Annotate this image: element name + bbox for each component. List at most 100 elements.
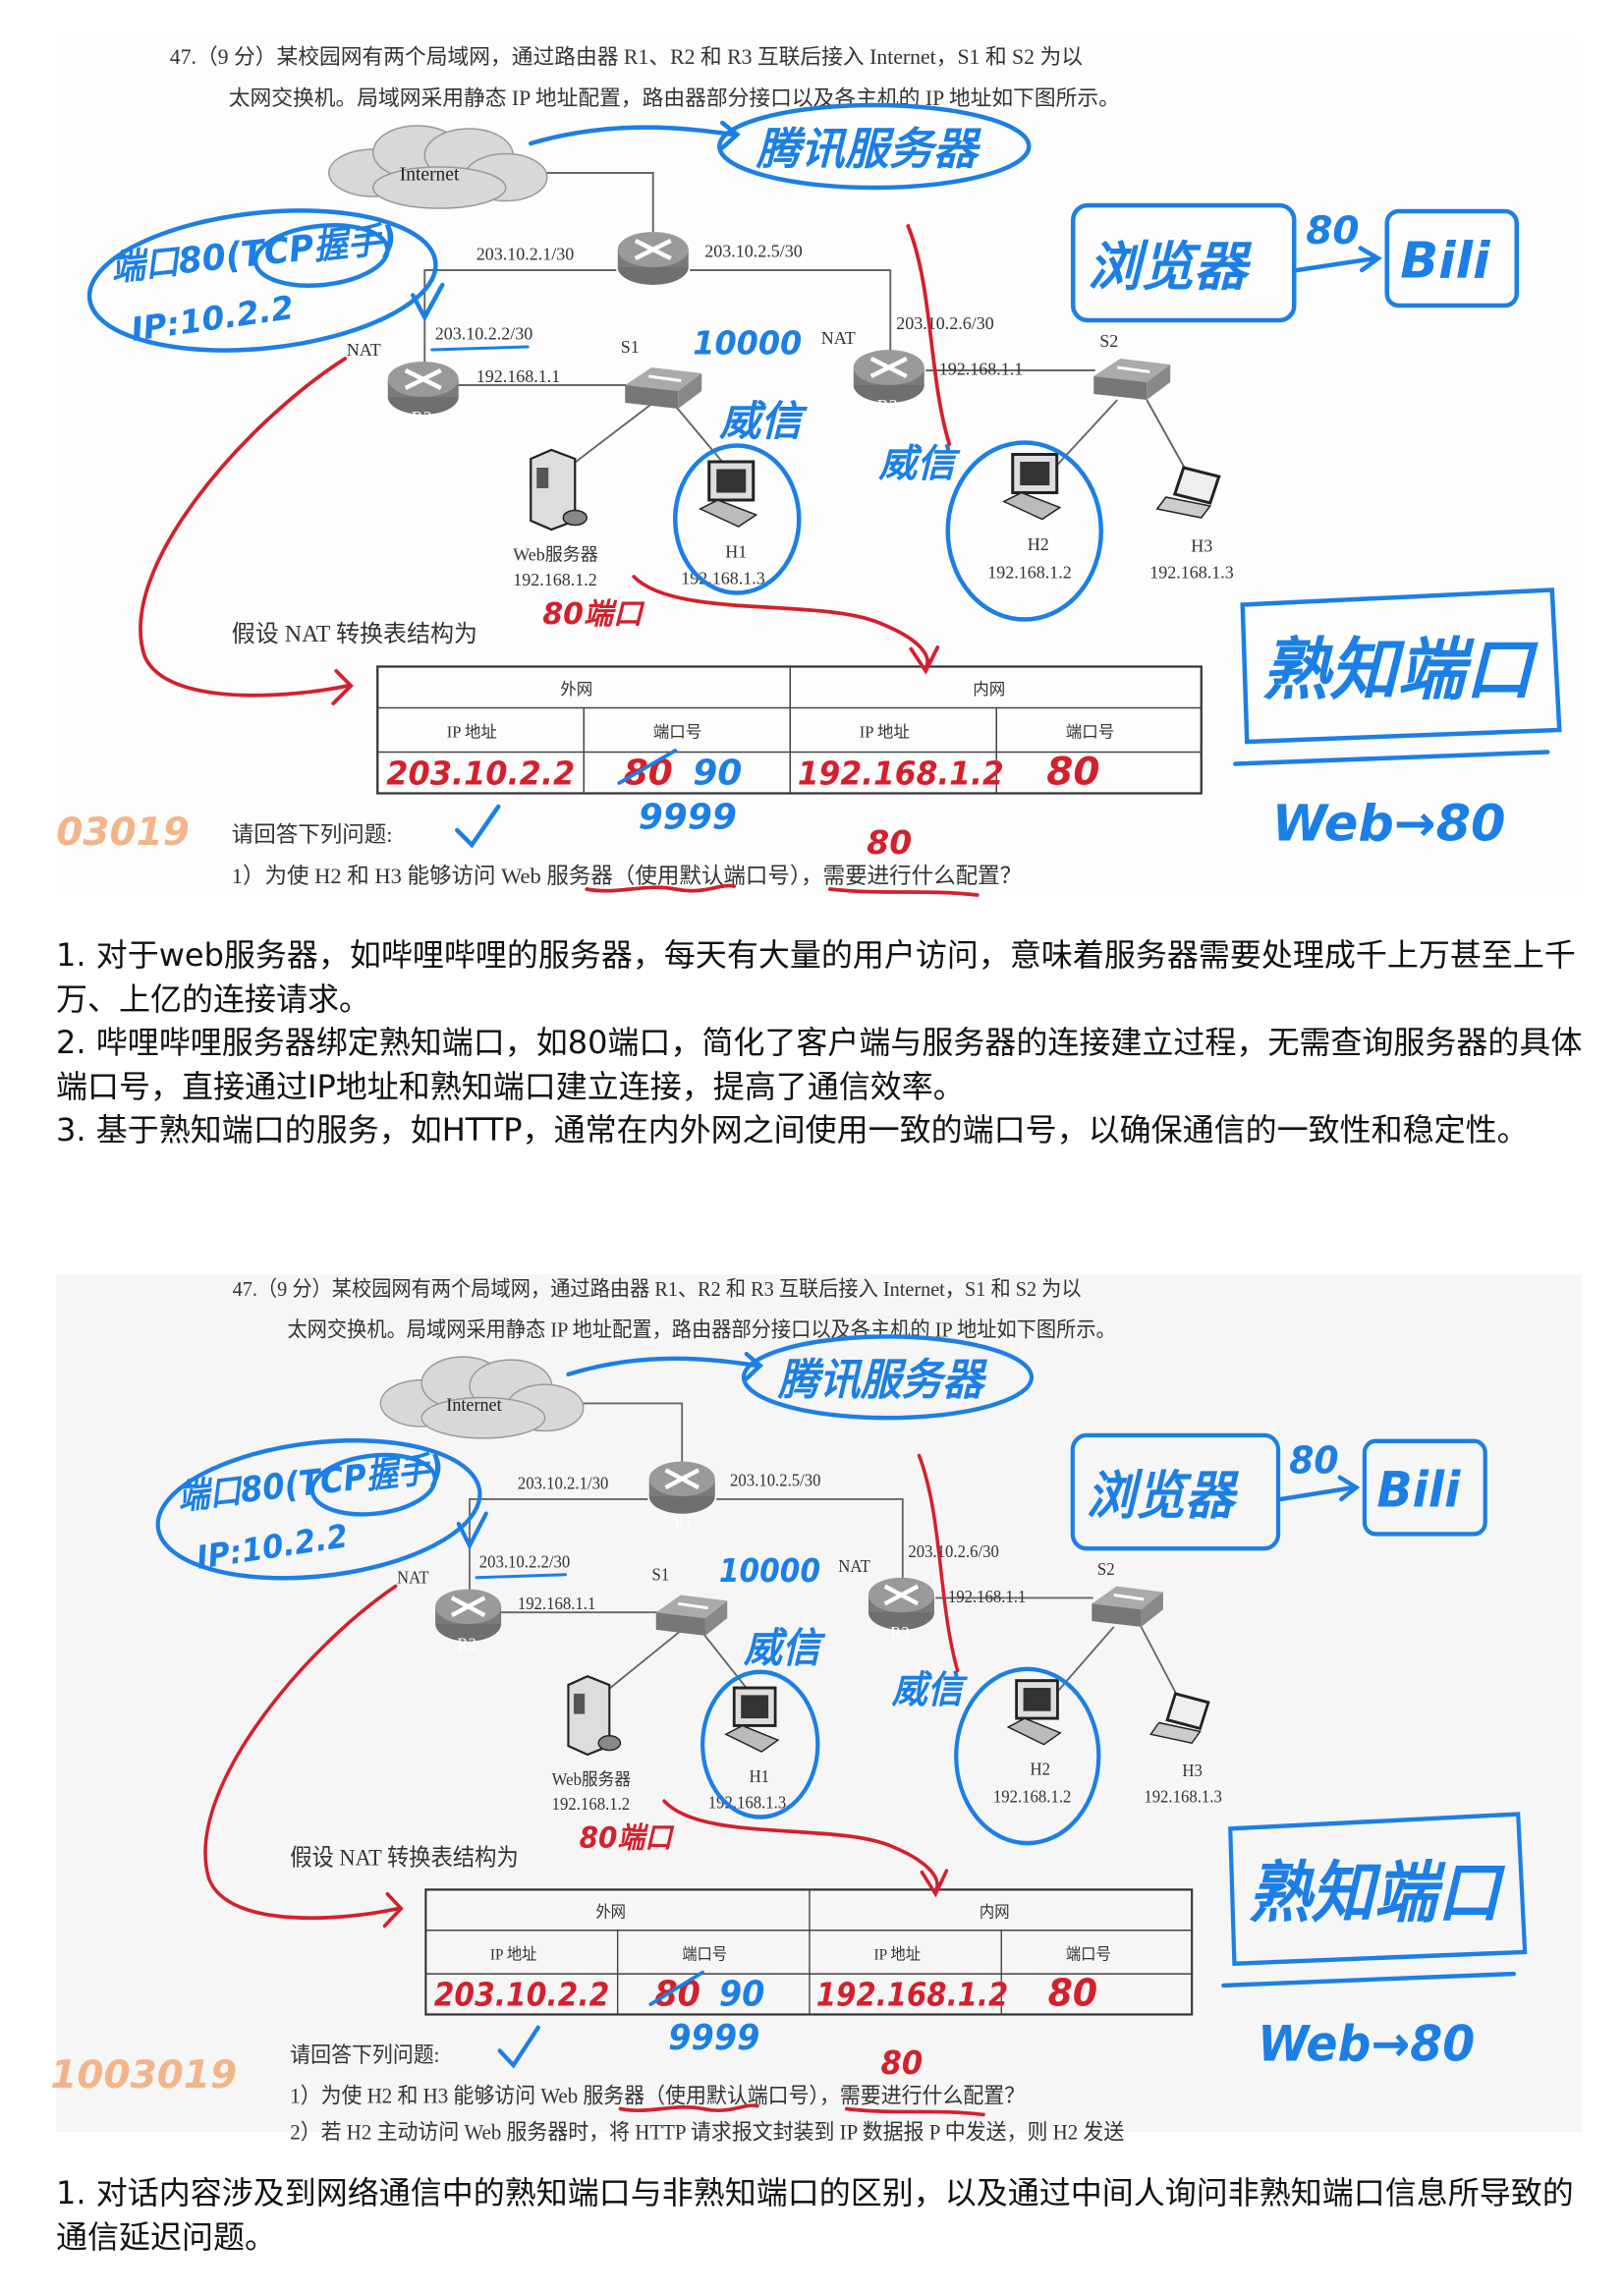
tencent-server-note: 腾讯服务器 [777,1355,988,1405]
r1-label: R1 [674,1513,694,1533]
underline [430,345,530,352]
question-line-1: 47.（9 分）某校园网有两个局域网，通过路由器 R1、R2 和 R3 互联后接… [233,1277,1082,1302]
web-server-label: Web服务器 [513,545,598,565]
row-outer-port: 90 [719,1975,765,2015]
h2-ip: 192.168.1.2 [987,563,1072,583]
switch-arrow-icon [648,374,682,382]
cloud-part [371,166,507,209]
r1-left-ip: 203.10.2.1/30 [518,1474,609,1493]
network-link [423,269,617,370]
h1-pc-icon [699,460,758,528]
h2-pc-icon [1006,1679,1062,1746]
port80-label-note: 80端口 [542,597,645,632]
question-screenshot-2: 47.（9 分）某校园网有两个局域网，通过路由器 R1、R2 和 R3 互联后接… [50,1274,1582,2145]
tcp-circle [252,223,390,288]
browser-port-note: 80 [1289,1437,1338,1482]
laptop-screen [1165,1692,1210,1731]
note-text: 1. 对话内容涉及到网络通信中的熟知端口与非熟知端口的区别，以及通过中间人询问非… [56,2174,1574,2256]
default-port-note: 80 [867,823,912,862]
r3-wan-ip: 203.10.2.6/30 [896,313,994,333]
r3-lan-ip: 192.168.1.1 [948,1587,1026,1606]
switch-front [1093,376,1148,400]
checkmark-icon [497,2025,540,2069]
r2-label: R2 [412,408,432,427]
arrow-to-bili [1278,1475,1361,1502]
weixin-note-1: 威信 [743,1625,826,1671]
weixin-note-1: 威信 [718,397,808,445]
router-r2-icon [387,362,459,415]
screen [716,469,747,493]
internet-cloud-icon [327,125,548,209]
switch-arrow-icon [677,1601,708,1610]
keyboard-icon [1002,491,1062,521]
arrow-to-tencent [529,125,737,146]
router-arrows-icon [664,1468,700,1490]
server-drive [536,468,549,488]
network-diagram: 47.（9 分）某校园网有两个局域网，通过路由器 R1、R2 和 R3 互联后接… [56,45,1562,897]
r2-label: R2 [457,1635,476,1654]
h2-label: H2 [1028,534,1049,554]
laptop-base [1155,496,1212,519]
switch-s1-icon [625,367,702,409]
h3-label: H3 [1182,1762,1202,1781]
question-1: 1）为使 H2 和 H3 能够访问 Web 服务器（使用默认端口号），需要进行什… [232,864,1022,888]
router-arrows-icon [634,238,672,261]
row-outer-port-alt: 9999 [668,2018,759,2058]
port80-label-note: 80端口 [580,1820,676,1855]
red-arrow-web [662,1799,939,1893]
question-line-1: 47.（9 分）某校园网有两个局域网，通过路由器 R1、R2 和 R3 互联后接… [170,45,1083,69]
red-mark [906,224,952,446]
well-known-port-note: 熟知端口 [1248,1854,1505,1931]
r2-lan-ip: 192.168.1.1 [518,1595,595,1614]
nat-table-caption: 假设 NAT 转换表结构为 [290,1845,519,1871]
row-outer-ip: 203.10.2.2 [434,1978,610,2014]
h2-ip: 192.168.1.2 [993,1787,1071,1807]
router-arrows-icon [450,1595,486,1618]
port-10000-note: 10000 [693,324,802,363]
router-arrows-icon [883,1584,920,1606]
web-80-note: Web→80 [1272,796,1506,854]
browser-box [1070,1432,1281,1551]
internet-cloud-icon [379,1356,585,1439]
r3-label: R3 [890,1623,910,1643]
r1-right-ip: 203.10.2.5/30 [704,242,803,261]
bili-box [1384,208,1519,308]
h2-circle [954,1666,1101,1846]
printed-question: 47.（9 分）某校园网有两个局域网，通过路由器 R1、R2 和 R3 互联后接… [86,45,1562,897]
router-arrows-icon [869,356,908,379]
port80-circle [86,208,438,353]
default-port-note: 80 [881,2045,924,2082]
row-inner-ip: 192.168.1.2 [816,1978,1008,2014]
h3-ip: 192.168.1.3 [1144,1787,1221,1807]
checkmark-icon [410,282,445,322]
table-grid [377,666,1202,794]
row-outer-port-crossed: 80 [624,754,673,794]
keyboard-icon [1006,1717,1062,1746]
screen [741,1695,769,1719]
red-arrow-web [632,575,929,670]
question-line-2: 太网交换机。局域网采用静态 IP 地址配置，路由器部分接口以及各主机的 IP 地… [287,1317,1115,1342]
h1-ip: 192.168.1.3 [708,1793,786,1813]
checkmark-icon [454,804,501,849]
bili-note: Bili [1376,1461,1461,1519]
tencent-circle [741,1334,1035,1421]
h2-label: H2 [1031,1760,1050,1779]
switch-s2-icon [1093,359,1171,400]
bili-box [1362,1438,1487,1537]
switch-front [625,385,679,409]
table-header: 端口号 [653,723,702,742]
arrowhead-icon [382,1891,404,1929]
switch-front [655,1612,705,1636]
well-known-box [1228,1812,1528,1967]
notes-block-1: 1. 对于web服务器，如哔哩哔哩的服务器，每天有大量的用户访问，意味着服务器需… [56,933,1589,1152]
h1-pc-icon [724,1686,780,1753]
strikethrough [617,749,678,785]
router-r3-icon [868,1577,934,1630]
network-link [537,1402,684,1477]
router-r1-icon [648,1461,715,1514]
r3-nat-label: NAT [821,328,856,348]
router-arrows-icon [404,367,442,391]
server-disk-icon [562,509,588,527]
internet-label: Internet [400,165,460,186]
